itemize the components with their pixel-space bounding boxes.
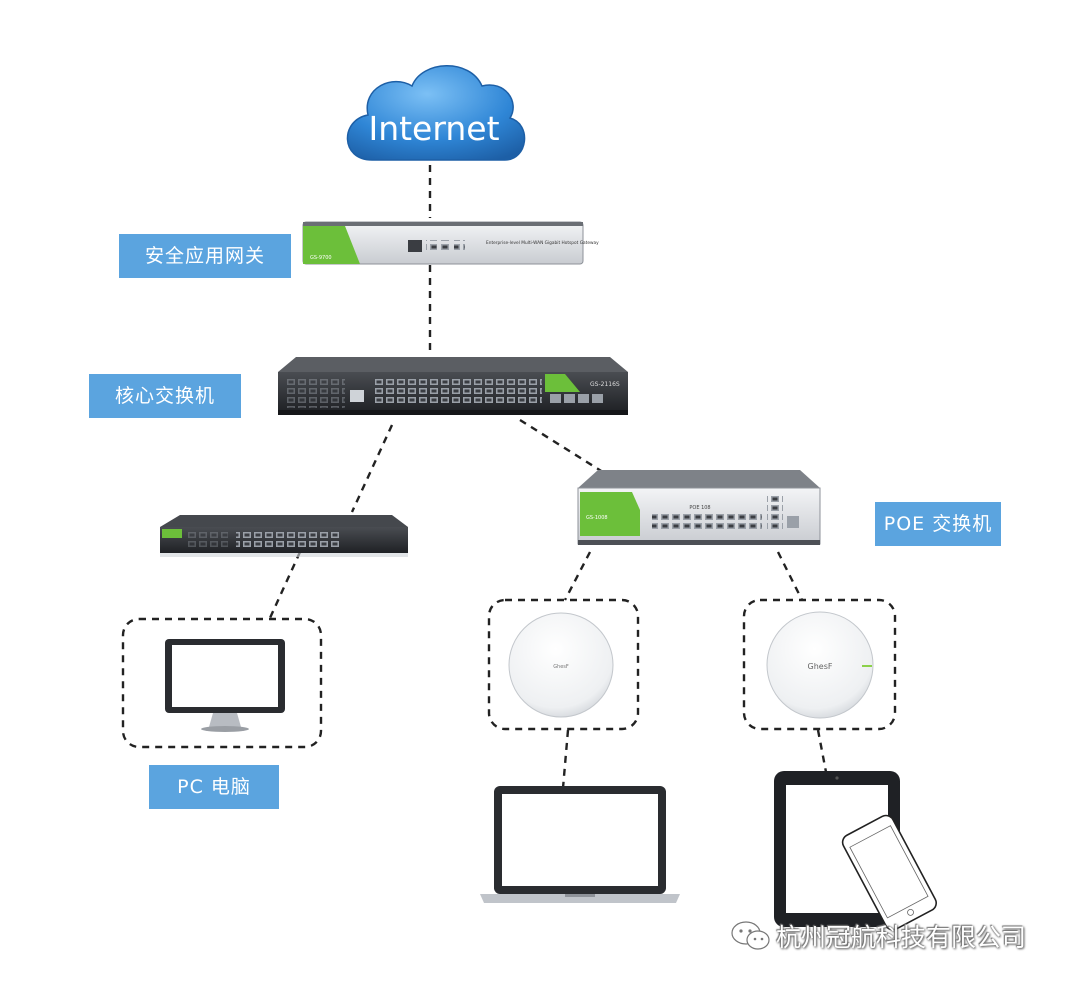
internet-cloud: Internet [346, 65, 526, 161]
poe-switch-model-text: GS-1008 [586, 515, 608, 521]
poe-switch-title-text: POE 108 [689, 505, 710, 511]
smartphone-icon [841, 814, 937, 931]
ap2-brand-text: GhesF [808, 662, 833, 671]
monitor-icon [165, 639, 285, 732]
watermark-text: 杭州冠航科技有限公司 [776, 923, 1027, 952]
gateway-device: GS-9700 Enterprise-level Multi-WAN Gigab… [302, 221, 599, 265]
link-ap1-laptop [561, 729, 570, 789]
core-switch-label: 核心交换机 [89, 374, 241, 418]
poe-switch-label: POE 交换机 [875, 502, 1001, 546]
link-core-poe [519, 418, 607, 476]
access-switch-device [160, 515, 408, 557]
laptop-icon [480, 786, 680, 903]
connection-lines [268, 165, 828, 789]
internet-cloud-label: Internet [368, 109, 499, 148]
link-poe-ap1 [563, 551, 592, 601]
pc-device-group [121, 617, 323, 749]
pc-label: PC 电脑 [149, 765, 279, 809]
gateway-desc-text: Enterprise-level Multi-WAN Gigabit Hotsp… [486, 240, 599, 246]
gateway-label: 安全应用网关 [119, 234, 291, 278]
core-switch-model-text: GS-2116S [590, 381, 620, 388]
poe-switch-device: GS-1008 POE 108 [577, 470, 821, 545]
watermark: 杭州冠航科技有限公司 [730, 916, 1070, 956]
link-core-access [350, 424, 394, 513]
link-ap2-tablet [816, 729, 828, 773]
wechat-icon [731, 921, 770, 950]
link-poe-ap2 [776, 551, 804, 601]
wireless-ap-icon: GhesF [508, 612, 614, 718]
gateway-model-text: GS-9700 [310, 255, 332, 261]
link-access-pc [268, 551, 302, 619]
core-switch-device: GS-2116S [278, 357, 628, 415]
ap1-brand-text: GhesF [553, 664, 569, 670]
access-point-2-group: GhesF [742, 598, 897, 731]
access-point-1-group: GhesF [487, 598, 640, 731]
wireless-ap-icon: GhesF [766, 611, 874, 719]
